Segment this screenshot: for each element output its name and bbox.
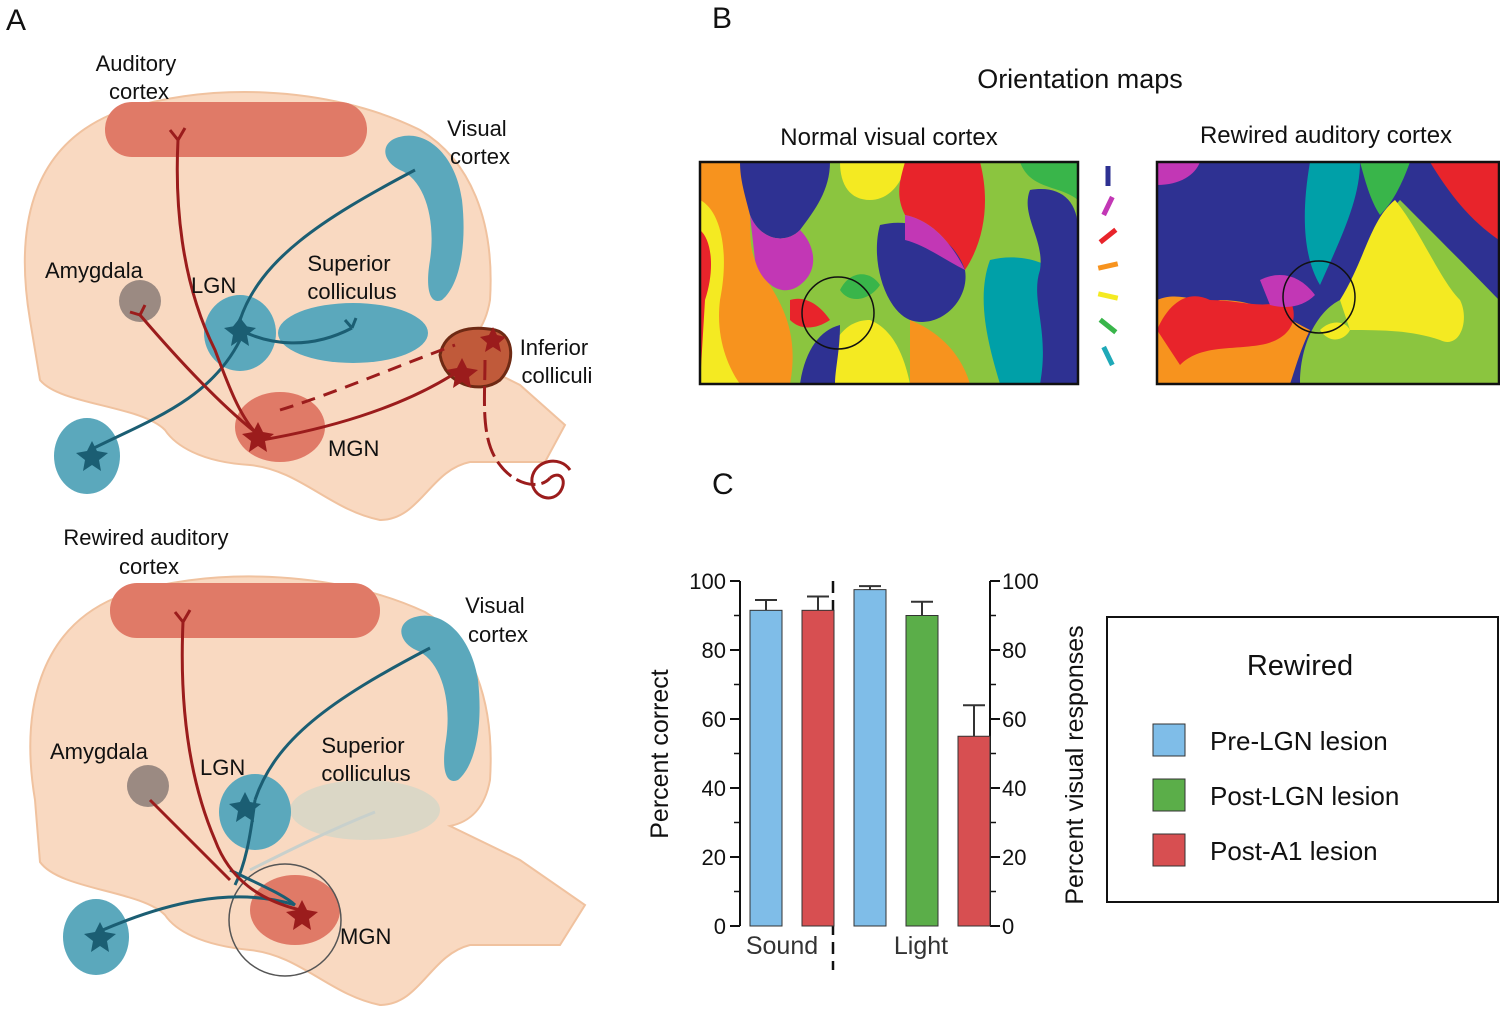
legend-swatch: [1152, 778, 1186, 812]
orientation-key-bar: [1097, 291, 1119, 301]
legend-label: Post-A1 lesion: [1210, 836, 1378, 866]
chart-axes: 0 20 40 60 80 100 0 20 40 60 80 100: [689, 569, 1039, 970]
label-inferior-colliculi: Inferior colliculi: [520, 335, 595, 388]
auditory-pathway: [129, 127, 552, 486]
visual-cortex-region: [385, 135, 464, 301]
y2-tick-label: 40: [1002, 776, 1026, 801]
neuron-mgn-rewired-icon: [286, 900, 318, 930]
legend-label: Post-LGN lesion: [1210, 781, 1399, 811]
orientation-maps-title: Orientation maps: [977, 64, 1183, 94]
lgn-rewired-region: [219, 774, 291, 850]
y2-tick-label: 60: [1002, 707, 1026, 732]
label-lgn-rewired: LGN: [200, 755, 245, 780]
panel-c-bar-chart: C 0 20 40 60 80 100 0 20 40 60 80 100 Sound Light Pe…: [646, 468, 1499, 970]
orientation-key-bar: [1101, 195, 1115, 217]
y2-tick-label: 80: [1002, 638, 1026, 663]
orientation-map-normal-visual: [700, 162, 1078, 384]
neuron-lgn-icon: [224, 316, 256, 346]
panel-letter-b: B: [712, 2, 732, 35]
label-amygdala-rewired: Amygdala: [50, 739, 149, 764]
y-tick-label: 0: [714, 914, 726, 939]
bar: [853, 589, 887, 927]
label-mgn: MGN: [328, 436, 379, 461]
y2-tick-label: 20: [1002, 845, 1026, 870]
label-superior-colliculus: Superior colliculus: [307, 251, 396, 304]
panel-a-bottom-diagram: Rewired auditory cortex Visual cortex Am…: [29, 525, 587, 1007]
neuron-eye-rewired-icon: [84, 922, 116, 952]
bar: [801, 609, 835, 927]
superior-colliculus-lesioned-region: [290, 780, 440, 840]
neuron-ic-icon: [446, 358, 478, 388]
amygdala-rewired-region: [127, 765, 169, 807]
panel-letter-a: A: [6, 4, 26, 37]
auditory-cortex-rewired-region: [110, 583, 380, 638]
y-tick-label: 40: [702, 776, 726, 801]
map-right-pinwheel-circle: [1282, 260, 1356, 334]
label-mgn-rewired: MGN: [340, 924, 391, 949]
orientation-key-bar: [1098, 317, 1118, 335]
bar: [905, 615, 939, 927]
neuron-ic2-icon: [480, 327, 506, 352]
label-superior-colliculus-rewired: Superior colliculus: [321, 733, 410, 786]
y-axis-title: Percent correct: [646, 669, 674, 839]
superior-colliculus-region: [278, 303, 428, 363]
bar: [749, 609, 783, 927]
visual-pathway-faded: [249, 810, 376, 872]
visual-cortex-rewired-region: [401, 615, 480, 781]
panel-a-top-diagram: A: [6, 4, 595, 522]
legend-swatch: [1152, 723, 1186, 757]
y-tick-label: 20: [702, 845, 726, 870]
label-lgn: LGN: [191, 273, 236, 298]
map-right-frame: [1155, 160, 1500, 386]
panel-letter-c: C: [712, 468, 734, 501]
y2-tick-label: 0: [1002, 914, 1014, 939]
y-tick-label: 100: [689, 569, 726, 594]
legend-title: Rewired: [1247, 650, 1353, 682]
neuron-mgn-icon: [242, 422, 274, 452]
map-left-frame: [698, 160, 1080, 386]
mgn-highlight-circle: [228, 863, 342, 977]
neuron-eye-icon: [76, 441, 108, 471]
chart-bars: Sound Light: [746, 585, 991, 960]
orientation-map-rewired-auditory: [1157, 162, 1499, 384]
label-visual-cortex-rewired: Visual cortex: [465, 593, 531, 647]
map-right-title: Rewired auditory cortex: [1200, 122, 1452, 149]
cochlea-icon: [530, 459, 572, 500]
legend-swatch: [1152, 833, 1186, 867]
group-label: Light: [894, 932, 948, 960]
group-label: Sound: [746, 932, 818, 960]
label-rewired-auditory-cortex: Rewired auditory cortex: [63, 525, 234, 579]
panel-b-orientation-maps: B Orientation maps Normal visual cortex …: [698, 2, 1500, 386]
orientation-key-bar: [1101, 345, 1115, 367]
neuron-lgn-rewired-icon: [229, 792, 261, 822]
map-left-title: Normal visual cortex: [780, 124, 997, 151]
map-left-pinwheel-circle: [801, 276, 875, 350]
orientation-key-bar: [1098, 227, 1118, 245]
auditory-cortex-region: [105, 102, 367, 157]
y2-tick-label: 100: [1002, 569, 1039, 594]
y2-axis-title: Percent visual responses: [1061, 625, 1089, 904]
label-auditory-cortex: Auditory cortex: [96, 51, 183, 104]
auditory-pathway-rewired: [148, 609, 301, 912]
orientation-color-key: [1097, 166, 1119, 367]
amygdala-region: [119, 280, 161, 322]
y-tick-label: 80: [702, 638, 726, 663]
bar: [957, 735, 991, 927]
label-visual-cortex: Visual cortex: [447, 116, 513, 169]
y-tick-label: 60: [702, 707, 726, 732]
label-amygdala: Amygdala: [45, 258, 144, 283]
legend-label: Pre-LGN lesion: [1210, 726, 1388, 756]
orientation-key-bar: [1097, 261, 1119, 271]
